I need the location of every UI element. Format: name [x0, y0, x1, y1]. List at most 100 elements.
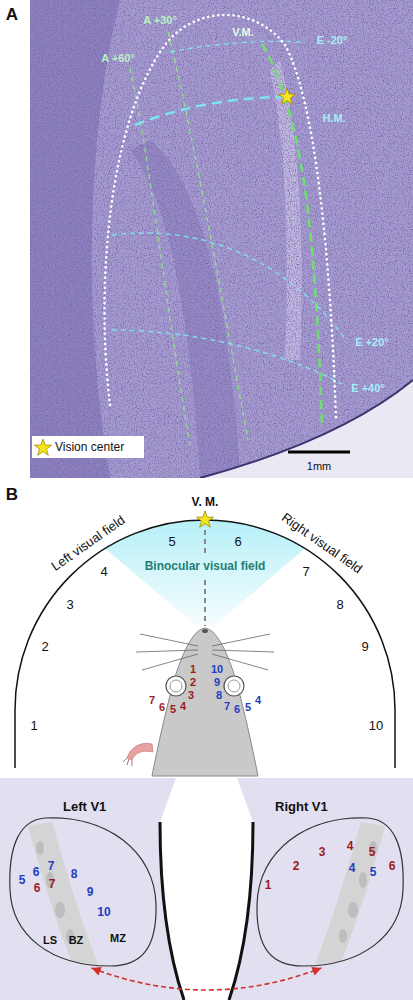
legend-swatch: [34, 438, 52, 456]
figure-label: 10: [369, 719, 383, 732]
figure-label: BZ: [69, 935, 84, 946]
nissl-section: [30, 0, 413, 478]
vision-center-star: [196, 511, 213, 527]
figure-label: 5: [170, 704, 176, 715]
figure-label: 5: [245, 702, 251, 713]
nissl-section: [30, 0, 413, 478]
cortex-panel: [229, 778, 413, 1000]
binocular-field-text: Binocular visual field: [145, 560, 266, 574]
figure-label: 2: [190, 677, 196, 688]
arrow-head: [92, 967, 102, 975]
figure-label: 8: [71, 868, 78, 880]
v1-area-shape: [28, 822, 98, 964]
connector: [92, 967, 322, 990]
figure-label: 1: [190, 664, 196, 675]
figure-label: 2: [41, 640, 48, 653]
figure-label: E +20°: [355, 337, 388, 348]
cortex-panel: [160, 822, 184, 1000]
figure-label: H.M.: [322, 113, 345, 124]
nissl-section: [200, 380, 413, 478]
map-lines: [105, 15, 346, 445]
figure-label: 1: [265, 879, 272, 891]
legend-ground: [32, 436, 144, 458]
figure-label: 4: [180, 701, 186, 712]
arrow-head: [311, 967, 321, 975]
figure-label: 7: [49, 878, 56, 890]
binocular-field-outline: [100, 520, 310, 630]
nissl-section: [200, 380, 413, 478]
figure-label: E -20°: [317, 35, 348, 46]
figure-label: 5: [168, 535, 175, 548]
figure-label: 3: [66, 598, 73, 611]
map-lines: [168, 32, 248, 440]
figure-label: A: [6, 6, 18, 23]
figure-label: 9: [87, 886, 94, 898]
mouse: [123, 758, 132, 766]
map-lines: [112, 233, 346, 340]
mouse: [152, 628, 258, 776]
v1-area-shape: [339, 929, 347, 943]
figure-label: 5: [370, 866, 377, 878]
figure-label: LS: [43, 935, 57, 946]
mouse: [202, 629, 208, 633]
v1-area-outline: [253, 798, 405, 968]
v1-area-shape: [359, 872, 367, 888]
map-lines: [170, 41, 305, 52]
mouse: [228, 680, 240, 692]
map-lines: [105, 15, 336, 418]
figure-label: 5: [19, 874, 26, 886]
figure-label: 4: [349, 862, 356, 874]
binocular-field: Binocular visual field: [100, 520, 310, 630]
figure-label: 1mm: [307, 461, 331, 472]
cortex-panel: [0, 778, 184, 1000]
map-lines: [262, 44, 322, 425]
cortex-panel: [229, 822, 253, 1000]
v1-area-shape: [55, 902, 65, 918]
figure-label: 7: [302, 565, 309, 578]
mouse: [166, 676, 186, 696]
figure-label: 8: [336, 598, 343, 611]
figure-label: V.M.: [232, 27, 254, 38]
scale-bar: [288, 451, 350, 454]
map-lines: [112, 330, 346, 386]
v1-area-outline: [8, 798, 160, 968]
midline-dash: [204, 530, 206, 626]
mouse: [123, 628, 274, 776]
figure-label: 7: [224, 701, 230, 712]
v1-area-shape: [257, 818, 403, 966]
figure-label: A +30°: [143, 15, 177, 26]
mouse: [224, 676, 244, 696]
figure-label: 9: [361, 640, 368, 653]
figure-label: MZ: [110, 933, 126, 944]
legend-entry: Vision center: [34, 438, 124, 456]
figure-label: 10: [211, 664, 223, 675]
mouse: [127, 743, 153, 760]
figure-label: 3: [188, 690, 194, 701]
figure-label: 6: [33, 866, 40, 878]
figure-label: 4: [347, 840, 354, 852]
figure-label: B: [6, 486, 18, 503]
figure-label: V. M.: [192, 496, 219, 508]
mouse: [136, 634, 274, 670]
v1-area-shape: [10, 818, 156, 966]
figure-label: 5: [369, 846, 376, 858]
figure-label: 6: [234, 704, 240, 715]
binocular-field-shape: [105, 520, 305, 625]
v1-area-text: Right V1: [275, 800, 328, 815]
v1-area-shape: [348, 902, 358, 918]
figure-label: 7: [149, 695, 155, 706]
figure-label: 7: [48, 860, 55, 872]
v1-area: Right V1: [253, 798, 405, 968]
mouse: [170, 680, 182, 692]
map-lines: [135, 97, 287, 125]
v1-area-shape: [36, 841, 44, 855]
figure-label: 3: [319, 846, 326, 858]
legend-star: [34, 439, 51, 455]
figure-label: 4: [100, 565, 107, 578]
figure-label: 10: [97, 906, 110, 918]
figure-label: 8: [216, 690, 222, 701]
vision-center-star: [278, 88, 295, 104]
legend-text: Vision center: [55, 440, 124, 454]
figure-label: 6: [159, 702, 165, 713]
